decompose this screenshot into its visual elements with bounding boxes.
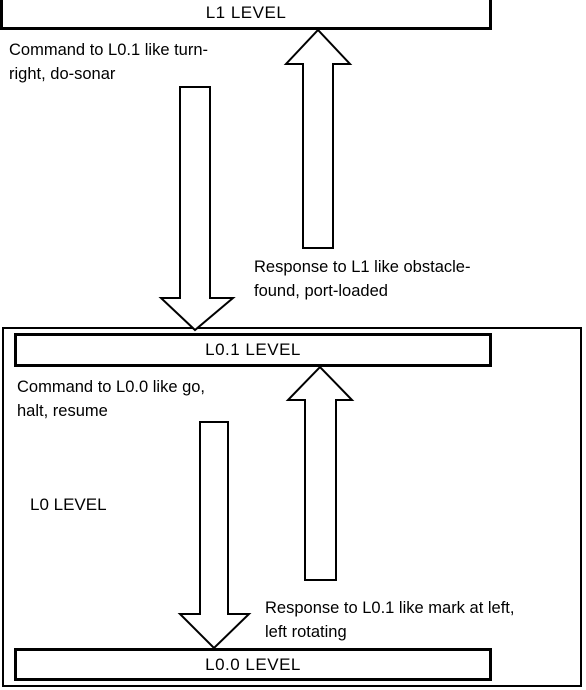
l1-level-box: L1 LEVEL xyxy=(0,0,492,30)
response-to-l01-caption: Response to L0.1 like mark at left, left… xyxy=(265,596,514,644)
caption-line: left rotating xyxy=(265,623,347,641)
caption-line: halt, resume xyxy=(17,402,108,420)
caption-line: Response to L0.1 like mark at left, xyxy=(265,599,515,617)
l0-level-label: L0 LEVEL xyxy=(30,495,107,514)
caption-line: Command to L0.1 like turn- xyxy=(9,41,209,59)
caption-line: found, port-loaded xyxy=(254,282,388,300)
l01-level-box: L0.1 LEVEL xyxy=(14,333,492,367)
caption-line: Command to L0.0 like go, xyxy=(17,378,206,396)
command-to-l01-caption: Command to L0.1 like turn- right, do-son… xyxy=(9,38,208,86)
l1-level-label: L1 LEVEL xyxy=(205,3,287,22)
l00-level-box: L0.0 LEVEL xyxy=(14,648,492,681)
l00-level-label: L0.0 LEVEL xyxy=(205,654,301,674)
l01-level-label: L0.1 LEVEL xyxy=(205,340,301,359)
caption-line: right, do-sonar xyxy=(9,65,116,83)
down-arrow-icon xyxy=(158,86,236,332)
up-arrow-icon xyxy=(285,365,355,581)
down-arrow-icon xyxy=(177,421,252,650)
response-to-l1-caption: Response to L1 like obstacle- found, por… xyxy=(254,255,470,303)
up-arrow-icon xyxy=(283,28,353,249)
caption-line: Response to L1 like obstacle- xyxy=(254,258,471,276)
command-to-l00-caption: Command to L0.0 like go, halt, resume xyxy=(17,375,205,423)
l0-level-container xyxy=(2,327,582,687)
